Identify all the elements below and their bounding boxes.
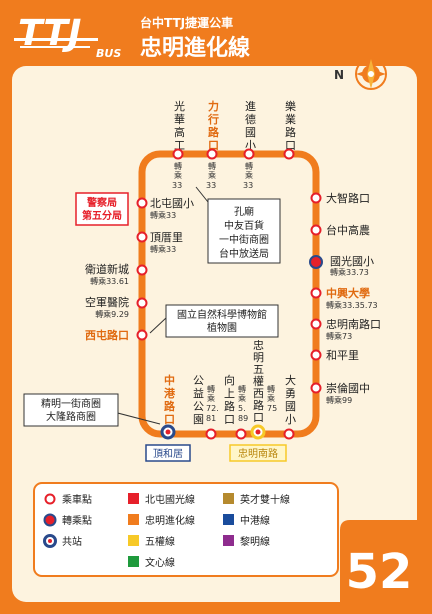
stop-name: 國光國小 — [330, 254, 374, 268]
right-stops: 大智路口 台中高農 國光國小 轉乘33.73 中興大學 轉乘33.35.73 忠… — [309, 191, 381, 405]
svg-text:轉乘9.29: 轉乘9.29 — [95, 309, 129, 319]
ttj-logo: TTJ BUS — [14, 13, 121, 60]
stop-name: 和平里 — [326, 349, 359, 362]
svg-text:轉乘33: 轉乘33 — [172, 161, 182, 190]
stop-name: 中港路口 — [164, 373, 176, 426]
svg-text:五權線: 五權線 — [145, 535, 175, 548]
svg-text:大隆路商圈: 大隆路商圈 — [46, 410, 96, 423]
stop-name: 樂業路口 — [285, 99, 296, 152]
svg-text:轉乘33: 轉乘33 — [150, 210, 176, 220]
svg-text:忠明進化線: 忠明進化線 — [145, 514, 195, 527]
svg-text:植物園: 植物園 — [207, 321, 237, 334]
stop-name: 忠明南路口 — [326, 318, 381, 331]
svg-text:一中街商圈: 一中街商圈 — [219, 233, 269, 246]
stop-name: 中興大學 — [326, 286, 370, 300]
stop-name: 向上路口 — [224, 373, 235, 426]
stop-name: 忠明五權西路口 — [253, 339, 264, 424]
svg-text:52: 52 — [346, 544, 413, 600]
stop-name: 大勇國小 — [285, 373, 296, 426]
stop-name: 大智路口 — [326, 191, 370, 205]
svg-text:轉乘73: 轉乘73 — [326, 331, 352, 341]
stop-name: 北屯國小 — [150, 197, 194, 210]
svg-text:轉乘33: 轉乘33 — [150, 244, 176, 254]
stop-name: 光華高工 — [174, 99, 185, 152]
svg-text:轉乘33.61: 轉乘33.61 — [90, 276, 129, 286]
svg-text:北屯國光線: 北屯國光線 — [145, 493, 195, 506]
stop-name: 台中高農 — [326, 223, 370, 237]
stop-name: 進德國小 — [245, 100, 256, 152]
svg-text:乘車點: 乘車點 — [62, 493, 92, 506]
svg-text:中港線: 中港線 — [240, 514, 270, 527]
svg-text:轉乘99: 轉乘99 — [326, 395, 352, 405]
stop-marker — [206, 148, 218, 160]
svg-text:黎明線: 黎明線 — [240, 535, 270, 548]
central-landmarks: 孔廟 中友百貨 一中街商圈 台中放送局 — [195, 186, 281, 264]
compass-icon: N — [334, 58, 387, 90]
svg-text:英才雙十線: 英才雙十線 — [240, 493, 290, 506]
stop-marker — [172, 148, 184, 160]
stop-name: 衛道新城 — [85, 262, 129, 276]
svg-text:忠明南路: 忠明南路 — [238, 447, 278, 460]
svg-text:警察局: 警察局 — [86, 196, 117, 209]
svg-text:頂和居: 頂和居 — [153, 448, 183, 460]
svg-text:轉乘33: 轉乘33 — [206, 161, 216, 190]
svg-text:轉乘33.73: 轉乘33.73 — [330, 267, 369, 277]
route-name: 忠明進化線 — [140, 35, 250, 61]
stop-marker — [243, 148, 255, 160]
svg-text:轉乘5.89: 轉乘5.89 — [238, 384, 248, 423]
svg-text:轉乘33: 轉乘33 — [243, 161, 253, 190]
svg-text:共站: 共站 — [62, 535, 82, 548]
stop-name: 西屯路口 — [85, 328, 129, 342]
svg-text:N: N — [334, 68, 344, 82]
legend: 乘車點 轉乘點 共站 北屯國光線 忠明進化線 五權線 文心線 英才雙十線 中港線… — [33, 482, 339, 577]
svg-text:國立自然科學博物館: 國立自然科學博物館 — [177, 308, 267, 321]
stop-name: 力行路口 — [207, 99, 220, 152]
svg-text:中友百貨: 中友百貨 — [224, 219, 264, 232]
shopping-landmark: 精明一街商圈 大隆路商圈 — [23, 393, 161, 427]
police-landmark: 警察局 第五分局 — [75, 192, 129, 226]
stop-name: 頂厝里 — [150, 231, 183, 244]
left-stops: 北屯國小 轉乘33 頂厝里 轉乘33 衛道新城 轉乘33.61 空軍醫院 轉乘9… — [85, 197, 194, 342]
stop-name: 空軍醫院 — [85, 295, 129, 309]
stop-name: 公益公園 — [193, 374, 204, 426]
svg-text:轉乘點: 轉乘點 — [62, 514, 92, 527]
museum-landmark: 國立自然科學博物館 植物園 — [149, 304, 279, 338]
stop-name: 崇倫國中 — [326, 381, 370, 395]
svg-text:文心線: 文心線 — [145, 556, 175, 569]
svg-text:轉乘33.35.73: 轉乘33.35.73 — [326, 300, 378, 310]
svg-text:精明一街商圈: 精明一街商圈 — [41, 397, 101, 410]
company-name: 台中TTJ捷運公車 — [140, 15, 233, 30]
svg-text:孔廟: 孔廟 — [234, 205, 254, 218]
svg-text:第五分局: 第五分局 — [82, 209, 122, 222]
svg-text:台中放送局: 台中放送局 — [219, 247, 269, 260]
route-number-badge: 52 — [340, 520, 417, 602]
stop-marker — [283, 148, 295, 160]
svg-text:BUS: BUS — [96, 47, 121, 60]
